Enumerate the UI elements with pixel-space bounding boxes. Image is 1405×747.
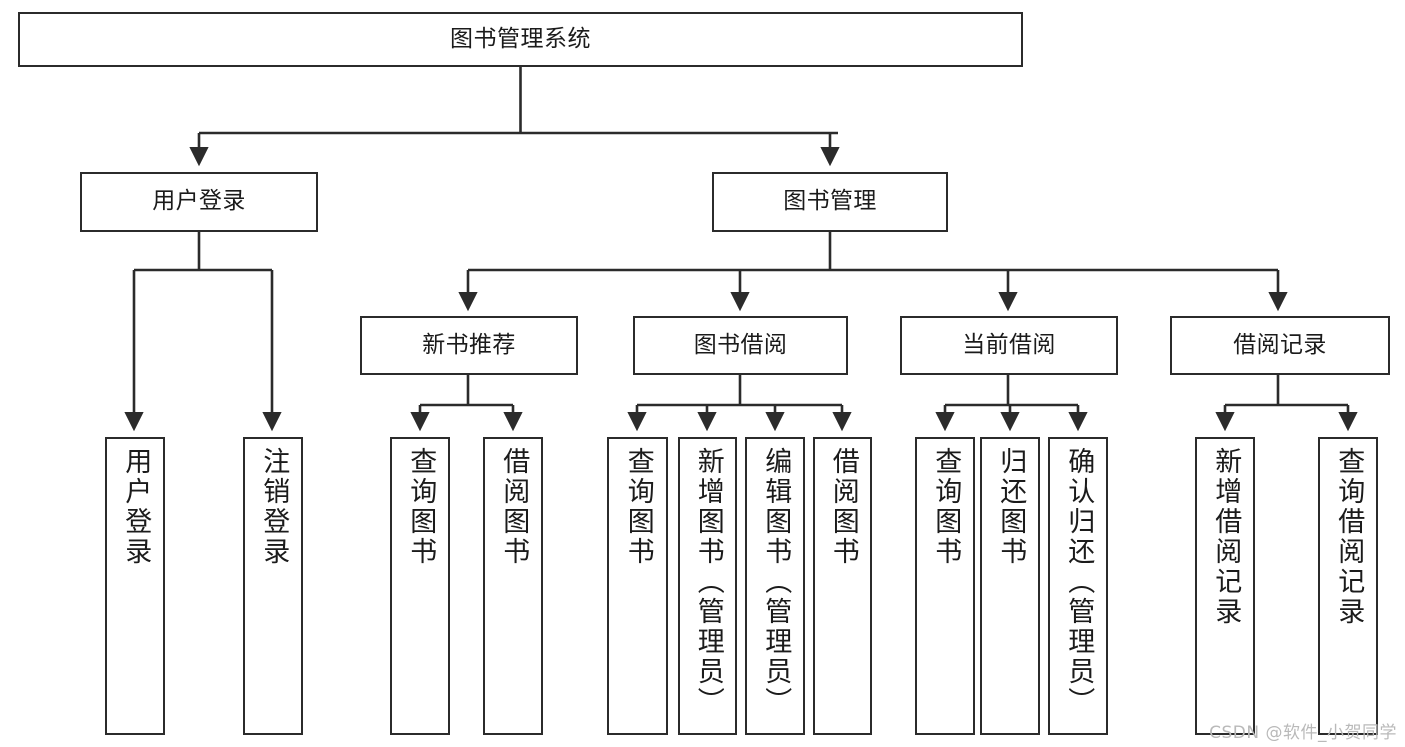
node-leaf-query-book-2[interactable]: 查询图书 xyxy=(607,437,668,735)
node-leaf-add-record[interactable]: 新增借阅记录 xyxy=(1195,437,1255,735)
node-label: 归还图书 xyxy=(995,447,1027,567)
node-label: 注销登录 xyxy=(258,447,290,567)
node-label: 新书推荐 xyxy=(422,331,516,358)
node-label: 图书管理系统 xyxy=(450,25,591,52)
node-book-manage[interactable]: 图书管理 xyxy=(712,172,948,232)
node-new-book-recommend[interactable]: 新书推荐 xyxy=(360,316,578,375)
node-label: 查询借阅记录 xyxy=(1333,447,1365,627)
node-leaf-logout[interactable]: 注销登录 xyxy=(243,437,303,735)
node-label: 借阅图书 xyxy=(498,447,530,567)
node-label: 用户登录 xyxy=(120,447,152,567)
node-label: 新增借阅记录 xyxy=(1210,447,1242,627)
node-label: 借阅图书 xyxy=(827,447,859,567)
node-leaf-user-login[interactable]: 用户登录 xyxy=(105,437,165,735)
node-label: 借阅记录 xyxy=(1233,331,1327,358)
node-label: 查询图书 xyxy=(930,447,962,567)
node-user-login[interactable]: 用户登录 xyxy=(80,172,318,232)
node-leaf-query-record[interactable]: 查询借阅记录 xyxy=(1318,437,1378,735)
node-label: 当前借阅 xyxy=(962,331,1056,358)
node-label: 图书借阅 xyxy=(693,331,788,358)
node-label: 图书管理 xyxy=(783,188,877,215)
node-leaf-add-book[interactable]: 新增图书（管理员） xyxy=(678,437,737,735)
node-label: 用户登录 xyxy=(152,188,246,215)
node-leaf-return-book[interactable]: 归还图书 xyxy=(980,437,1040,735)
node-book-borrow[interactable]: 图书借阅 xyxy=(633,316,848,375)
node-leaf-query-book-3[interactable]: 查询图书 xyxy=(915,437,975,735)
watermark: CSDN @软件_小贺同学 xyxy=(1209,723,1397,743)
node-label: 编辑图书（管理员） xyxy=(760,447,792,717)
node-label: 查询图书 xyxy=(622,447,654,567)
node-leaf-borrow-book-2[interactable]: 借阅图书 xyxy=(813,437,872,735)
node-root-system[interactable]: 图书管理系统 xyxy=(18,12,1023,67)
node-leaf-edit-book[interactable]: 编辑图书（管理员） xyxy=(745,437,805,735)
node-label: 新增图书（管理员） xyxy=(692,447,724,717)
node-leaf-confirm-return[interactable]: 确认归还（管理员） xyxy=(1048,437,1108,735)
node-leaf-query-book-1[interactable]: 查询图书 xyxy=(390,437,450,735)
node-leaf-borrow-book-1[interactable]: 借阅图书 xyxy=(483,437,543,735)
node-label: 查询图书 xyxy=(405,447,437,567)
node-current-borrow[interactable]: 当前借阅 xyxy=(900,316,1118,375)
node-label: 确认归还（管理员） xyxy=(1063,447,1095,717)
node-borrow-record[interactable]: 借阅记录 xyxy=(1170,316,1390,375)
